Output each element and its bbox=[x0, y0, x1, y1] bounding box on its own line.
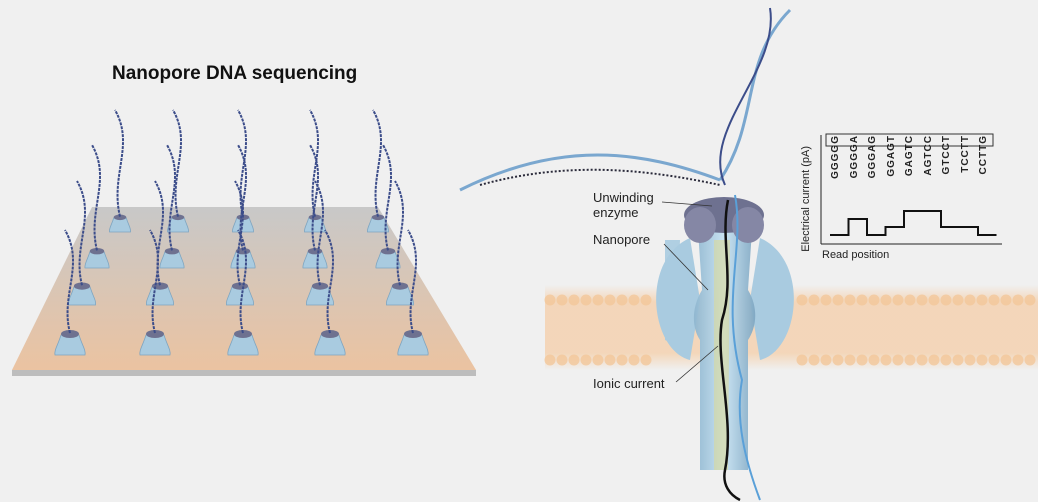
lipid-head bbox=[844, 354, 856, 366]
nanopore-well bbox=[397, 229, 429, 356]
lipid-head bbox=[916, 294, 928, 306]
nanopore-well bbox=[108, 109, 132, 233]
lipid-head bbox=[544, 294, 556, 306]
lipid-head bbox=[916, 354, 928, 366]
lipid-head bbox=[940, 354, 952, 366]
lipid-head bbox=[820, 294, 832, 306]
kmer-label: GGAGT bbox=[885, 135, 897, 177]
lipid-head bbox=[616, 294, 628, 306]
lipid-head bbox=[832, 294, 844, 306]
lipid-head bbox=[796, 294, 808, 306]
lipid-head bbox=[880, 294, 892, 306]
nanopore-well bbox=[314, 229, 346, 356]
lipid-head bbox=[568, 294, 580, 306]
lipid-head bbox=[904, 294, 916, 306]
lipid-head bbox=[856, 294, 868, 306]
nanopore-well bbox=[159, 144, 185, 269]
lipid-head bbox=[1000, 354, 1012, 366]
lipid-head bbox=[556, 354, 568, 366]
kmer-label: GTCCT bbox=[941, 135, 952, 175]
lipid-head bbox=[988, 354, 1000, 366]
lipid-head bbox=[544, 354, 556, 366]
lipid-head bbox=[868, 354, 880, 366]
nanopore-well bbox=[54, 229, 86, 356]
lipid-head bbox=[580, 294, 592, 306]
label-ionic-current: Ionic current bbox=[593, 376, 665, 391]
lipid-head bbox=[808, 354, 820, 366]
lipid-head bbox=[868, 294, 880, 306]
unwinding-enzyme bbox=[684, 197, 764, 243]
kmer-label: GGGAG bbox=[867, 135, 878, 179]
lipid-head bbox=[928, 294, 940, 306]
lipid-head bbox=[844, 294, 856, 306]
lipid-head bbox=[1012, 354, 1024, 366]
lipid-head bbox=[952, 354, 964, 366]
lipid-head bbox=[592, 354, 604, 366]
pore-array bbox=[54, 109, 429, 356]
nanopore-well bbox=[302, 144, 328, 269]
lipid-head bbox=[604, 354, 616, 366]
page-title: Nanopore DNA sequencing bbox=[112, 63, 358, 84]
lipid-head bbox=[976, 354, 988, 366]
nanopore-well bbox=[366, 109, 390, 233]
lipid-head bbox=[856, 354, 868, 366]
nanopore-well bbox=[385, 180, 415, 306]
kmer-label: CCTTG bbox=[978, 135, 989, 175]
lipid-head bbox=[604, 294, 616, 306]
label-nanopore: Nanopore bbox=[593, 232, 651, 247]
kmer-label: TCCTT bbox=[959, 135, 971, 173]
nanopore-well bbox=[67, 180, 97, 306]
label-line-2: enzyme bbox=[593, 205, 639, 220]
nanopore-well bbox=[139, 229, 171, 356]
lipid-head bbox=[892, 354, 904, 366]
lipid-head bbox=[892, 294, 904, 306]
current-trace bbox=[830, 210, 997, 236]
kmer-label: GGGGG bbox=[830, 135, 841, 179]
lipid-head bbox=[592, 294, 604, 306]
lipid-head bbox=[808, 294, 820, 306]
x-axis-label: Read position bbox=[822, 249, 890, 261]
dna-helix bbox=[459, 7, 792, 192]
nanopore-well bbox=[305, 180, 335, 306]
kmer-label: GGGGA bbox=[848, 135, 860, 179]
lipid-head bbox=[976, 294, 988, 306]
lipid-head bbox=[556, 294, 568, 306]
lipid-head bbox=[568, 354, 580, 366]
single-strand-dna bbox=[719, 199, 741, 502]
lipid-head bbox=[928, 354, 940, 366]
label-line-1: Unwinding bbox=[593, 190, 654, 205]
lipid-head bbox=[988, 294, 1000, 306]
lipid-head bbox=[1024, 294, 1036, 306]
lipid-head bbox=[940, 294, 952, 306]
lipid-head bbox=[796, 354, 808, 366]
inset-chart bbox=[820, 133, 1002, 245]
y-axis-label: Electrical current (pA) bbox=[800, 146, 812, 252]
nanopore-well bbox=[84, 144, 110, 269]
nanopore-protein bbox=[656, 230, 794, 470]
lipid-head bbox=[628, 354, 640, 366]
lipid-head bbox=[580, 354, 592, 366]
kmer-label: AGTCC bbox=[922, 135, 934, 176]
lipid-head bbox=[880, 354, 892, 366]
kmer-label: GAGTC bbox=[904, 135, 915, 177]
lipid-head bbox=[1012, 294, 1024, 306]
lipid-head bbox=[952, 294, 964, 306]
nanopore-well bbox=[375, 144, 401, 269]
lipid-head bbox=[640, 354, 652, 366]
lipid-head bbox=[964, 294, 976, 306]
highlight-box bbox=[825, 133, 994, 147]
nanopore-well bbox=[227, 229, 259, 356]
lipid-head bbox=[640, 294, 652, 306]
lipid-head bbox=[1024, 354, 1036, 366]
lipid-head bbox=[820, 354, 832, 366]
lipid-head bbox=[628, 294, 640, 306]
lipid-head bbox=[904, 354, 916, 366]
label-unwinding-enzyme: Unwinding enzyme bbox=[593, 190, 654, 220]
lipid-head bbox=[616, 354, 628, 366]
lipid-head bbox=[832, 354, 844, 366]
lipid-head bbox=[1000, 294, 1012, 306]
lipid-head bbox=[964, 354, 976, 366]
